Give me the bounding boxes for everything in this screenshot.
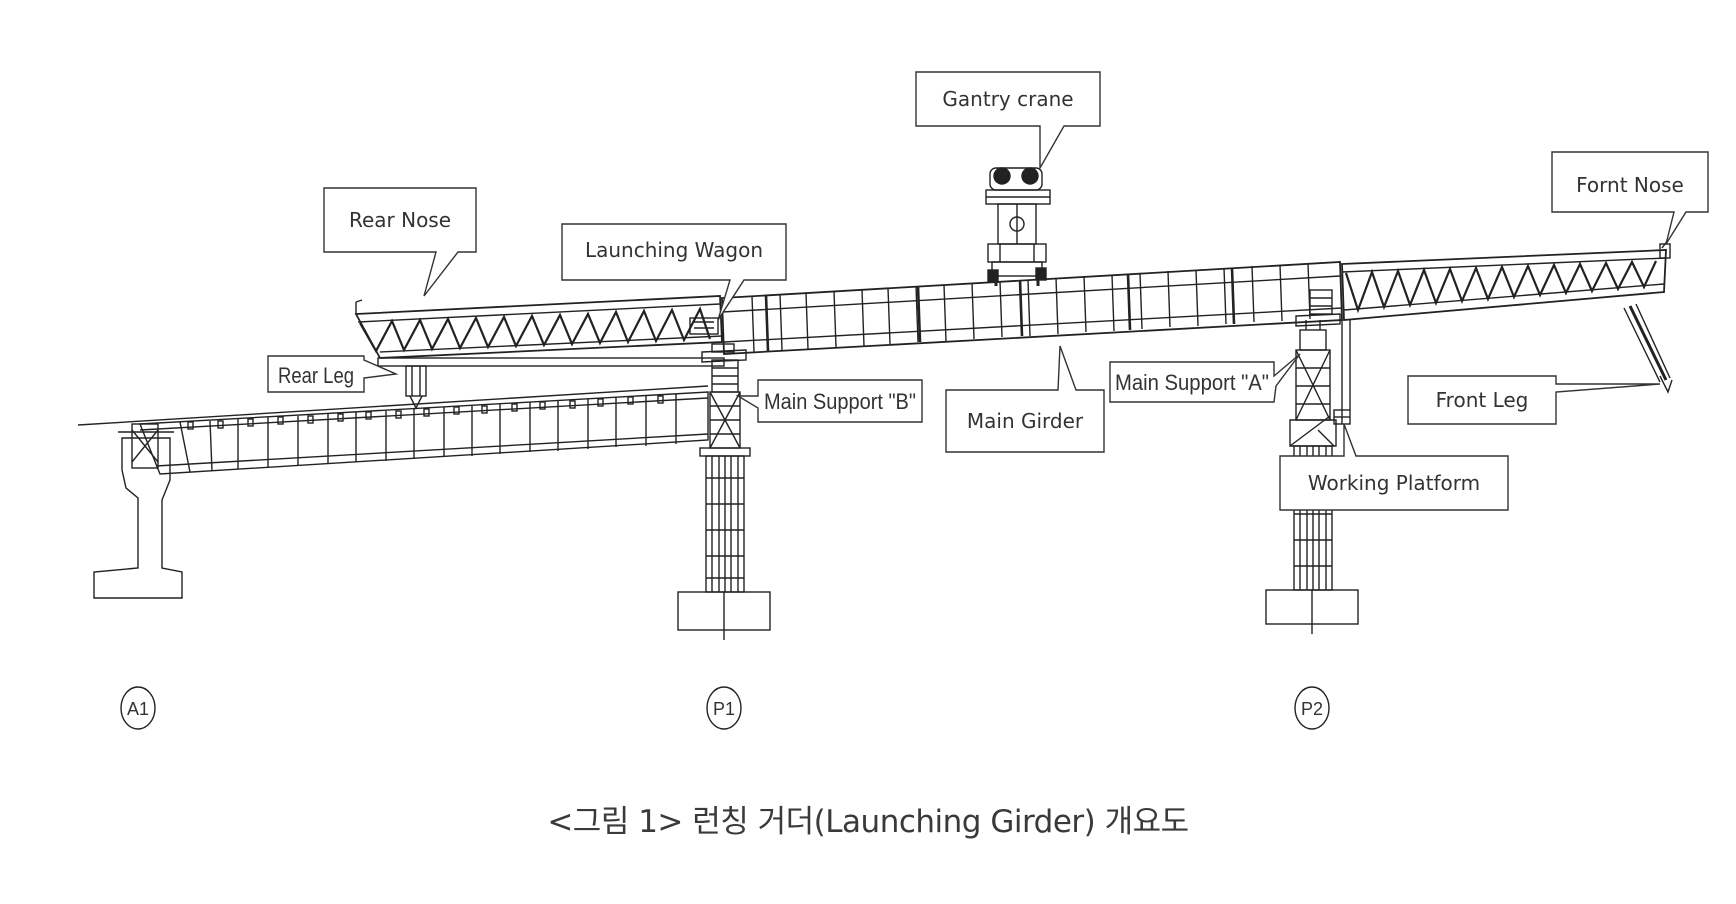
- pier-p1: [677, 359, 771, 640]
- main-support-b-callout: [735, 379, 923, 423]
- launching-wagon-label: Launching Wagon: [585, 238, 763, 262]
- abutment-a1: [93, 423, 183, 599]
- front-nose-label: Fornt Nose: [1576, 173, 1684, 197]
- main-support-a-label: Main Support "A": [1115, 370, 1269, 395]
- pier-mark-p1-label: P1: [713, 699, 735, 719]
- front-nose-callout: [1551, 151, 1709, 245]
- pier-mark-p2: P2: [1294, 686, 1330, 730]
- rear-leg-callout: [267, 355, 399, 393]
- main-girder: [689, 261, 1343, 363]
- main-support-a-callout: [1109, 353, 1301, 403]
- rear-nose-label: Rear Nose: [349, 208, 451, 232]
- gantry-crane: [985, 167, 1051, 286]
- rear-nose-callout: [323, 187, 477, 297]
- main-support-b-label: Main Support "B": [764, 389, 916, 414]
- front-leg-label: Front Leg: [1436, 388, 1529, 412]
- pier-mark-p1: P1: [706, 686, 742, 730]
- main-girder-label: Main Girder: [967, 409, 1084, 433]
- rear-nose-truss: [354, 295, 725, 410]
- main-girder-callout: [945, 345, 1105, 453]
- gantry-crane-label: Gantry crane: [942, 87, 1073, 111]
- rear-leg-label: Rear Leg: [278, 363, 354, 388]
- pier-mark-p2-label: P2: [1301, 699, 1323, 719]
- bridge-deck-span: [77, 385, 709, 475]
- front-nose-truss: [1341, 239, 1673, 394]
- front-leg-callout: [1407, 375, 1661, 425]
- pier-p2: [1265, 320, 1359, 634]
- figure-caption: <그림 1> 런칭 거더(Launching Girder) 개요도: [547, 804, 1189, 840]
- working-platform-callout: [1279, 423, 1509, 511]
- launching-wagon-callout: [561, 223, 787, 321]
- gantry-crane-callout: [915, 71, 1101, 171]
- pier-mark-a1: A1: [120, 686, 156, 730]
- working-platform-label: Working Platform: [1308, 471, 1480, 495]
- pier-mark-a1-label: A1: [127, 699, 149, 719]
